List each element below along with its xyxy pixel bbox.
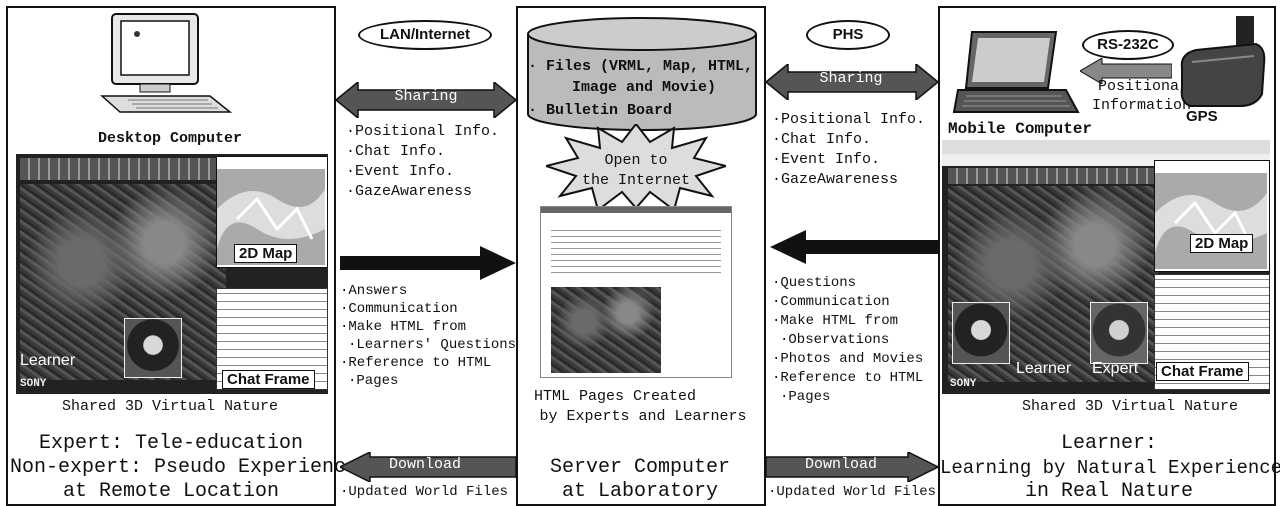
positional-line2: Information xyxy=(1092,97,1192,114)
left-shared-item: Chat Info. xyxy=(346,142,499,162)
right-learner-tag: Learner xyxy=(1016,360,1072,377)
left-sony-label: SONY xyxy=(20,378,47,390)
right-upload-items: Questions Communication Make HTML from O… xyxy=(772,274,923,407)
left-learner-avatar xyxy=(124,318,182,378)
server-line1: Server Computer xyxy=(549,456,731,479)
right-shared-item: Positional Info. xyxy=(772,110,925,130)
left-shared-item: GazeAwareness xyxy=(346,182,499,202)
html-page-topbar xyxy=(541,207,731,213)
right-window-caption: Shared 3D Virtual Nature xyxy=(1021,398,1239,415)
database-cylinder-icon xyxy=(527,17,757,131)
right-window-titlebar xyxy=(942,140,1270,155)
html-page-preview xyxy=(540,206,732,378)
left-upload-item-cont: Learners' Questions xyxy=(340,336,516,354)
right-2d-map-tag: 2D Map xyxy=(1190,234,1254,253)
right-learner-avatar xyxy=(952,302,1010,364)
right-shared-item: Event Info. xyxy=(772,150,925,170)
left-2d-map-tag: 2D Map xyxy=(234,244,298,263)
left-upload-item: Communication xyxy=(340,300,516,318)
left-download-item: ·Updated World Files xyxy=(340,484,509,500)
phs-pill: PHS xyxy=(806,20,890,50)
right-upload-item-cont: Observations xyxy=(772,331,923,350)
right-shared-items: Positional Info. Chat Info. Event Info. … xyxy=(772,110,925,190)
left-upload-item: Answers xyxy=(340,282,516,300)
left-role-line1: Expert: Tele-education xyxy=(38,432,304,455)
gps-label: GPS xyxy=(1186,108,1218,125)
burst-line1: Open to xyxy=(604,152,668,169)
left-download-item-text: Updated World Files xyxy=(348,484,509,500)
right-chat-frame-tag: Chat Frame xyxy=(1156,362,1249,381)
right-role-line2: Learning by Natural Experience xyxy=(940,457,1280,479)
right-3d-window: 2D Map Chat Frame Learner Expert SONY xyxy=(942,140,1270,394)
right-shared-item: GazeAwareness xyxy=(772,170,925,190)
right-sharing-label: Sharing xyxy=(819,70,883,87)
html-caption1: HTML Pages Created xyxy=(534,388,697,405)
positional-line1: Positional xyxy=(1098,78,1189,95)
left-upload-item: Make HTML from xyxy=(340,318,516,336)
left-nature-scene xyxy=(20,184,226,380)
left-upload-items: Answers Communication Make HTML from Lea… xyxy=(340,282,516,390)
left-chat-frame-tag: Chat Frame xyxy=(222,370,315,389)
right-toolbar xyxy=(948,168,1158,184)
right-download-item: ·Updated World Files xyxy=(768,484,937,500)
right-upload-item-cont: Pages xyxy=(772,388,923,407)
left-sharing-arrow xyxy=(336,82,516,118)
gps-device-icon xyxy=(1180,16,1266,107)
db-line2: Image and Movie) xyxy=(572,79,717,96)
left-shared-item: Positional Info. xyxy=(346,122,499,142)
left-download-label: Download xyxy=(388,456,461,473)
right-shared-item: Chat Info. xyxy=(772,130,925,150)
right-download-arrow xyxy=(766,452,938,482)
left-sharing-label: Sharing xyxy=(394,88,458,105)
server-line2: at Laboratory xyxy=(561,480,719,503)
left-role-line2: Non-expert: Pseudo Experience xyxy=(10,456,359,479)
rs232c-pill: RS-232C xyxy=(1082,30,1174,60)
right-upload-item: Reference to HTML xyxy=(772,369,923,388)
left-learner-tag: Learner xyxy=(20,352,76,369)
left-upload-item-cont: Pages xyxy=(340,372,516,390)
desktop-computer-icon xyxy=(100,13,233,113)
html-page-text xyxy=(551,227,721,277)
right-role-line1: Learner: xyxy=(1060,432,1157,455)
right-upload-item: Questions xyxy=(772,274,923,293)
right-download-item-text: Updated World Files xyxy=(776,484,937,500)
left-download-arrow xyxy=(340,452,516,482)
left-3d-window: 2D Map Chat Frame Learner SONY xyxy=(16,154,328,394)
mobile-computer-icon xyxy=(952,31,1080,113)
lan-internet-pill: LAN/Internet xyxy=(358,20,492,50)
left-window-caption: Shared 3D Virtual Nature xyxy=(61,398,279,415)
right-upload-item: Make HTML from xyxy=(772,312,923,331)
mobile-computer-caption: Mobile Computer xyxy=(948,120,1093,138)
left-shared-item: Event Info. xyxy=(346,162,499,182)
html-page-photo xyxy=(551,287,661,373)
right-download-label: Download xyxy=(804,456,877,473)
right-expert-tag: Expert xyxy=(1092,360,1139,377)
db-line1: · Files (VRML, Map, HTML, xyxy=(528,58,754,75)
html-caption2: by Experts and Learners xyxy=(539,408,747,425)
right-upload-item: Photos and Movies xyxy=(772,350,923,369)
right-expert-avatar xyxy=(1090,302,1148,364)
right-sharing-arrow xyxy=(766,64,938,100)
desktop-computer-caption: Desktop Computer xyxy=(97,130,243,147)
right-sony-label: SONY xyxy=(950,378,977,390)
right-upload-item: Communication xyxy=(772,293,923,312)
left-shared-items: Positional Info. Chat Info. Event Info. … xyxy=(346,122,499,202)
right-map-graphic xyxy=(1155,173,1267,269)
right-2d-map-window xyxy=(1154,160,1270,272)
positional-info-arrow xyxy=(1080,58,1172,84)
db-line3: · Bulletin Board xyxy=(528,102,673,119)
left-toolbar xyxy=(20,158,226,180)
left-upload-item: Reference to HTML xyxy=(340,354,516,372)
right-upload-arrow xyxy=(770,230,938,264)
burst-line2: the Internet xyxy=(581,172,691,189)
right-role-line3: in Real Nature xyxy=(1024,480,1194,503)
left-upload-arrow xyxy=(340,246,516,280)
left-role-line3: at Remote Location xyxy=(62,480,280,503)
